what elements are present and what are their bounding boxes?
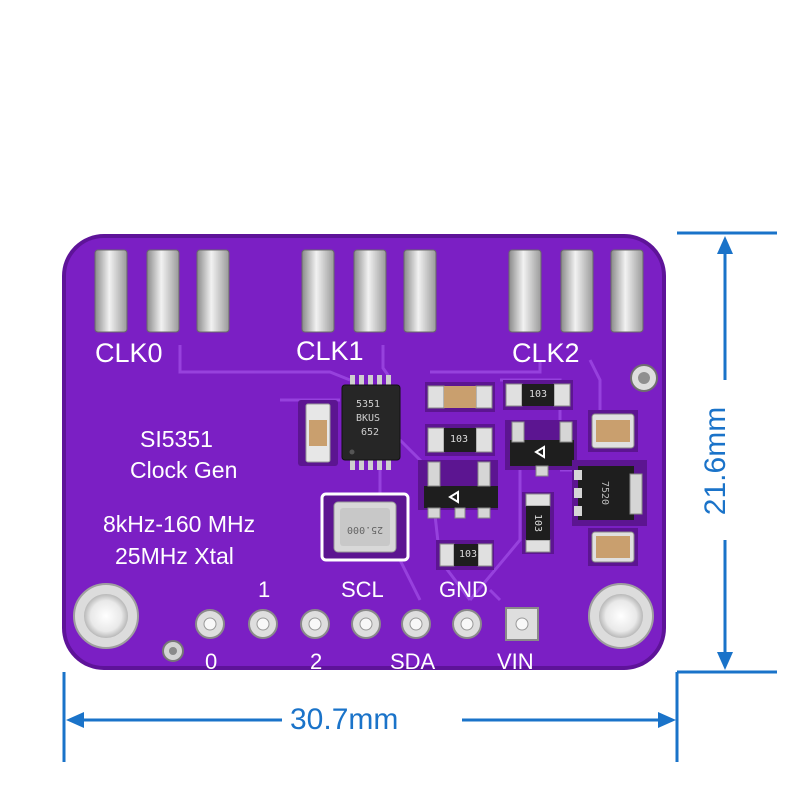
- components-column-2: [503, 380, 577, 477]
- capacitor-left: [298, 400, 338, 466]
- silk-markings: [448, 445, 545, 504]
- clk2-label: CLK2: [512, 338, 580, 368]
- bottom-resistor: [436, 540, 494, 570]
- resistor-mark-2: 103: [450, 434, 469, 445]
- pin-label-gnd: GND: [439, 577, 488, 602]
- chip-marking-line3: 652: [361, 427, 380, 438]
- pin-label-1: 1: [258, 577, 271, 602]
- height-dimension-label: 21.6mm: [699, 406, 733, 516]
- board-name-line2: Clock Gen: [130, 457, 238, 483]
- pin-label-2: 2: [310, 649, 323, 674]
- components-column-1: [418, 382, 498, 519]
- resistor-mark-3: 103: [459, 549, 478, 560]
- clk1-label: CLK1: [296, 336, 364, 366]
- si5351-chip: [341, 375, 401, 470]
- board-name-line1: SI5351: [140, 426, 213, 452]
- pcb-edge-shade: [62, 234, 666, 670]
- header-pins: [195, 607, 539, 641]
- chip-marking-line2: BKUS: [356, 413, 381, 424]
- clk-pads: [94, 249, 644, 333]
- pin-label-vin: VIN: [497, 649, 534, 674]
- components-right: [522, 410, 647, 566]
- dimension-lines: [62, 231, 777, 762]
- freq-range-line1: 8kHz-160 MHz: [103, 511, 256, 537]
- clk0-label: CLK0: [95, 338, 163, 368]
- pin-label-0: 0: [205, 649, 218, 674]
- pin-label-scl: SCL: [341, 577, 384, 602]
- resistor-mark-1: 103: [529, 389, 548, 400]
- crystal-oscillator: [320, 492, 410, 562]
- width-dimension-label: 30.7mm: [290, 703, 399, 736]
- crystal-marking: 25.000: [347, 524, 384, 535]
- regulator-marking: 7520: [599, 480, 611, 506]
- mounting-holes: [73, 364, 658, 662]
- pin-label-sda: SDA: [390, 649, 436, 674]
- resistor-mark-4: 103: [532, 513, 544, 533]
- freq-range-line2: 25MHz Xtal: [115, 543, 234, 569]
- chip-marking-line1: 5351: [356, 399, 381, 410]
